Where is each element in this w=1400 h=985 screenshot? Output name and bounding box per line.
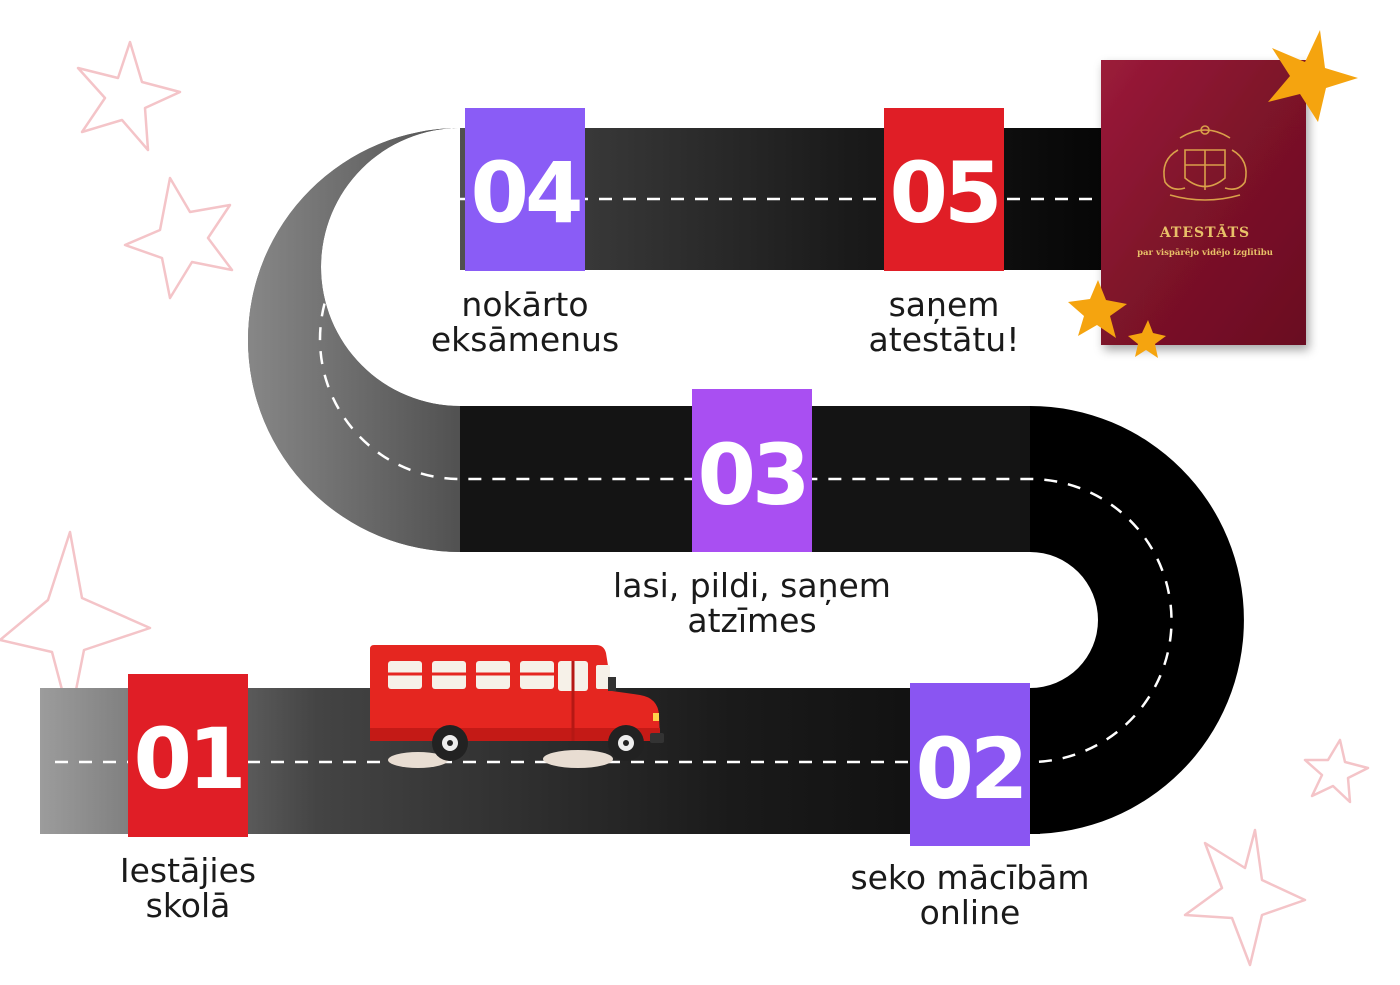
step-label-line: skolā (145, 886, 231, 925)
step-label-line: nokārto (461, 285, 589, 324)
step-number: 01 (134, 710, 243, 808)
star-icon (1268, 30, 1358, 122)
step-number: 04 (471, 144, 580, 242)
step-label-line: saņem (888, 285, 1000, 324)
step-label-01: Iestājies skolā (68, 853, 308, 923)
gold-stars (1068, 30, 1358, 358)
star-icon (76, 40, 182, 152)
step-number: 02 (916, 720, 1025, 818)
step-label-05: saņem atestātu! (834, 287, 1054, 357)
step-badge-bg (692, 389, 812, 552)
step-label-04: nokārto eksāmenus (405, 287, 645, 357)
step-label-03: lasi, pildi, saņem atzīmes (592, 568, 912, 638)
step-label-line: eksāmenus (430, 320, 620, 359)
star-icon (1068, 280, 1127, 338)
step-label-line: seko mācībām (850, 858, 1090, 897)
star-icon (1183, 828, 1307, 967)
step-badge-01: 01 (128, 674, 248, 837)
step-number: 03 (698, 426, 807, 524)
star-icon (1128, 320, 1166, 358)
step-label-02: seko mācībām online (820, 860, 1120, 930)
star-icon (1303, 738, 1370, 804)
step-badge-02: 02 (910, 683, 1030, 846)
step-label-line: atestātu! (868, 320, 1020, 359)
step-badge-bg (910, 683, 1030, 846)
certificate-subtitle: par vispārējo vidējo izglītību (1137, 248, 1273, 258)
step-badge-03: 03 (692, 389, 812, 552)
step-label-line: atzīmes (687, 601, 817, 640)
step-badge-bg (128, 674, 248, 837)
step-number: 05 (890, 144, 999, 242)
certificate-cover (1101, 60, 1306, 345)
coat-of-arms-icon (1163, 125, 1247, 201)
certificate-title: ATESTĀTS (1159, 222, 1250, 241)
certificate: ATESTĀTS par vispārējo vidējo izglītību (1101, 60, 1306, 345)
step-badge-05: 05 (884, 108, 1004, 271)
star-icon (123, 176, 234, 300)
step-label-line: online (919, 893, 1021, 932)
bus-icon (370, 645, 664, 768)
step-badge-bg (465, 108, 585, 271)
step-label-line: lasi, pildi, saņem (613, 566, 891, 605)
step-label-line: Iestājies (119, 851, 257, 890)
step-badge-04: 04 (465, 108, 585, 271)
step-badge-bg (884, 108, 1004, 271)
